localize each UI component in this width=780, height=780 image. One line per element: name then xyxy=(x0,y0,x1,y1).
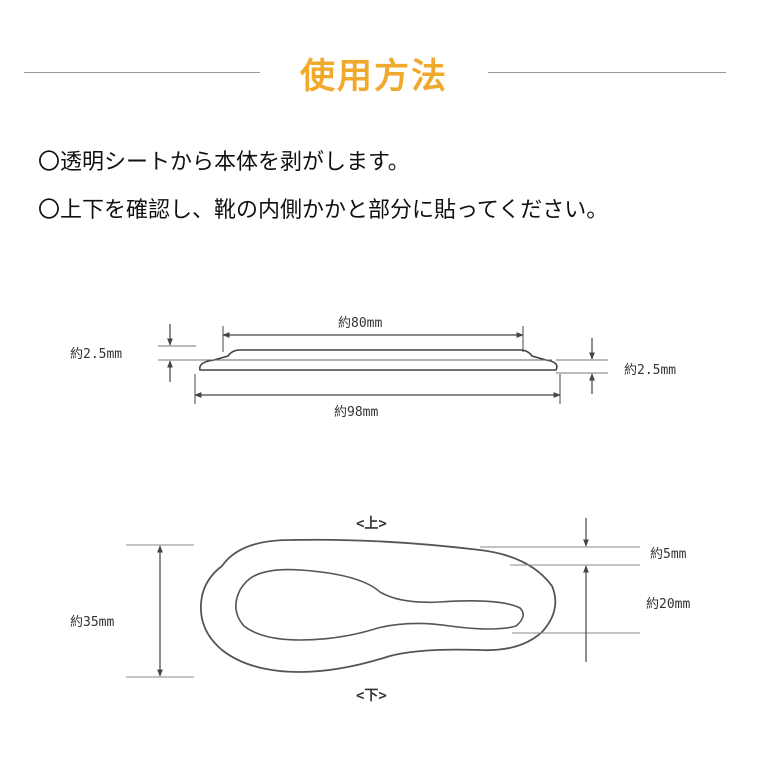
page-title: 使用方法 xyxy=(299,57,448,97)
pad-side-profile xyxy=(198,349,558,371)
label-left-thickness: 約2.5mm xyxy=(70,347,122,362)
label-border-width: 約5mm xyxy=(650,547,687,562)
title-divider-left xyxy=(24,72,260,73)
label-top-width: 約80mm xyxy=(338,316,382,331)
title-divider-right xyxy=(488,72,726,73)
label-top-side: <上> xyxy=(356,516,387,532)
pad-inner-outline xyxy=(235,568,524,641)
label-inner-height: 約20mm xyxy=(646,597,690,612)
top-view: <上> <下> 約35mm 約5mm 約20mm xyxy=(70,516,690,704)
label-bottom-width: 約98mm xyxy=(334,405,378,420)
instruction-step-1: 〇透明シートから本体を剥がします。 xyxy=(38,150,410,175)
instruction-step-2: 〇上下を確認し、靴の内側かかと部分に貼ってください。 xyxy=(38,198,609,223)
label-right-thickness: 約2.5mm xyxy=(624,363,676,378)
pad-outer-outline xyxy=(200,538,557,673)
side-view: 約80mm 約98mm 約2.5mm 約2.5mm xyxy=(70,316,676,420)
title-row: 使用方法 xyxy=(0,48,780,100)
label-bottom-side: <下> xyxy=(356,688,387,704)
label-height: 約35mm xyxy=(70,615,114,630)
